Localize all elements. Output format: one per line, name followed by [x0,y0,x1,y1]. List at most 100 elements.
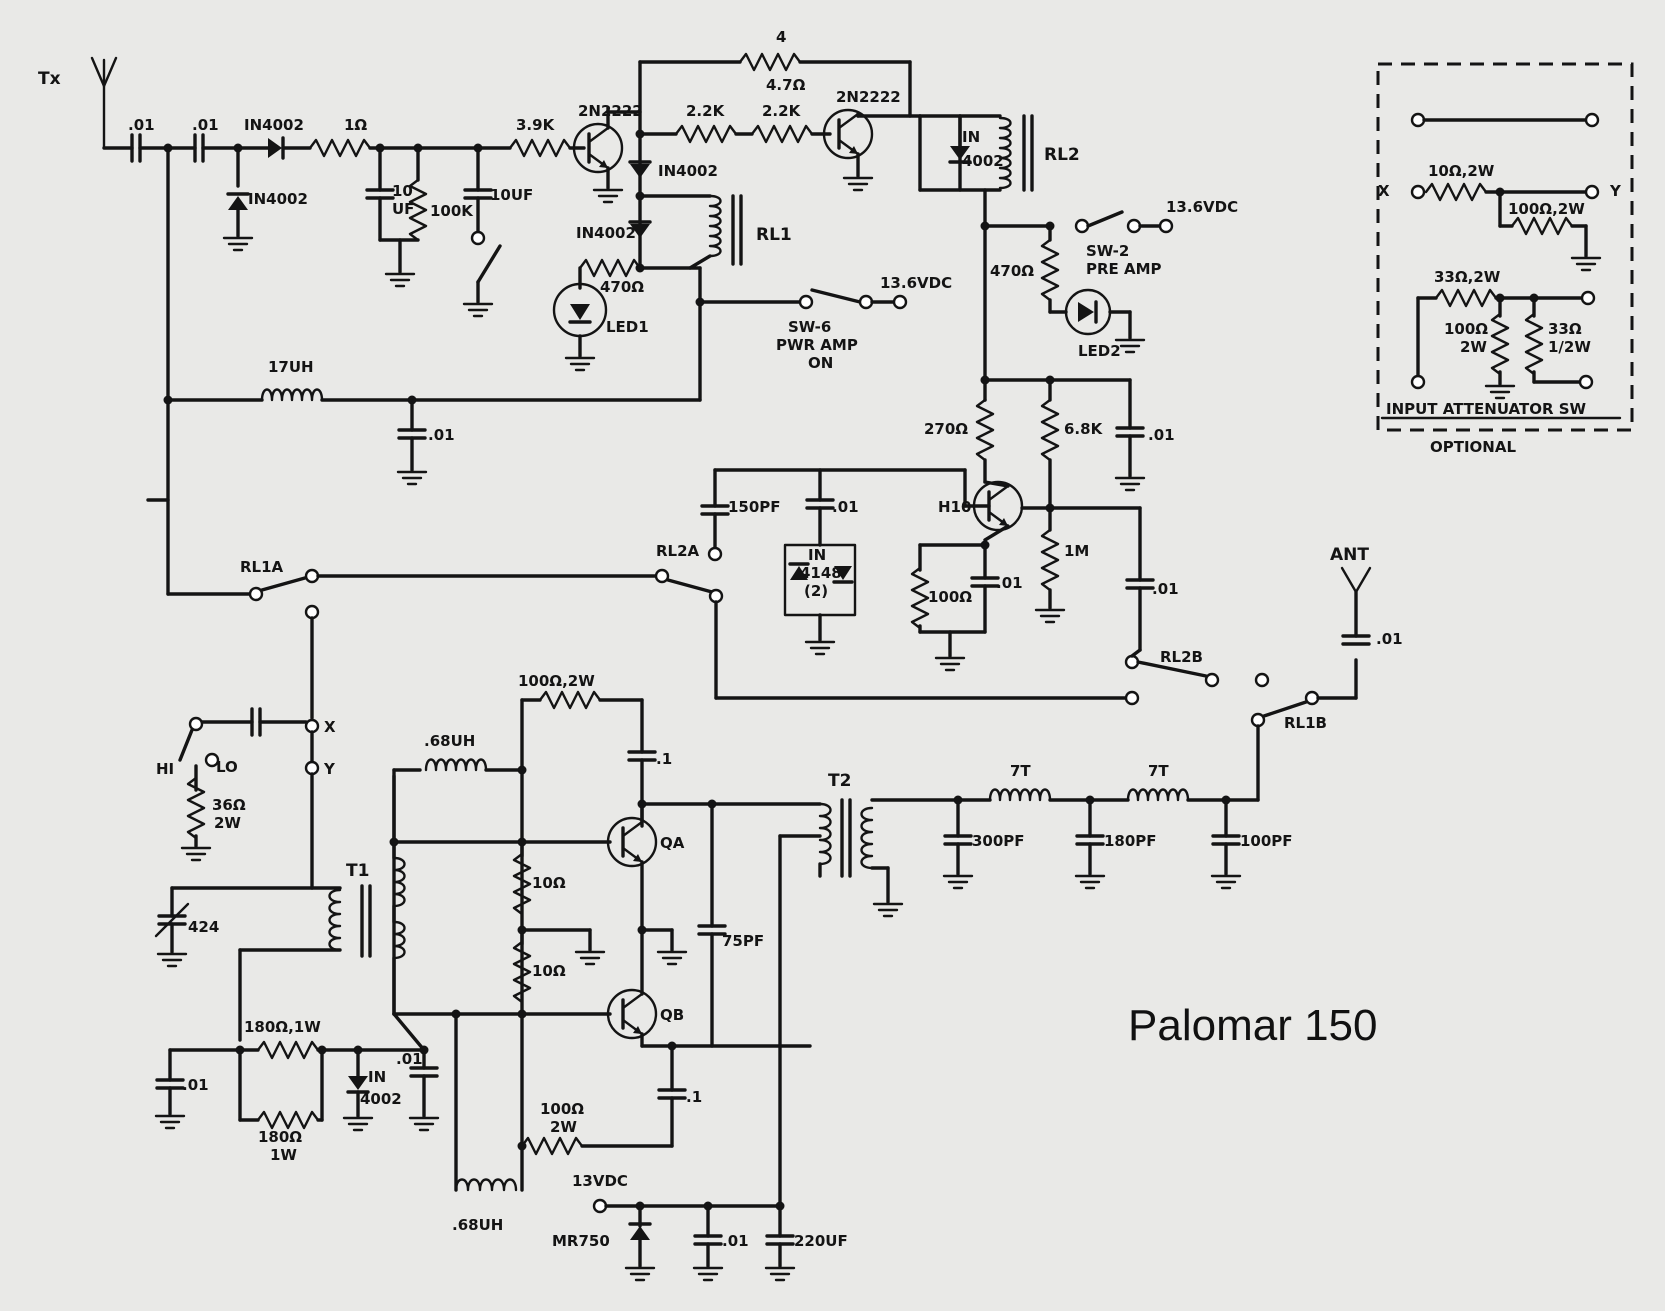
svg-text:.01: .01 [182,1076,209,1094]
svg-text:.01: .01 [128,116,155,134]
svg-text:.01: .01 [832,498,859,516]
preamp-section [146,114,1174,672]
attenuator-caption: INPUT ATTENUATOR SW [1386,400,1587,418]
qa-label: QA [660,834,685,852]
t2-label: T2 [828,771,851,791]
svg-text:4002: 4002 [962,152,1004,170]
svg-text:13VDC: 13VDC [572,1172,628,1190]
svg-text:IN4002: IN4002 [658,162,718,180]
led1-label: LED1 [606,318,649,336]
svg-text:180Ω: 180Ω [258,1128,302,1146]
svg-text:4: 4 [776,28,786,46]
svg-text:3.9K: 3.9K [516,116,556,134]
svg-text:10: 10 [392,182,413,200]
q2-label: 2N2222 [836,88,901,106]
svg-text:100Ω,2W: 100Ω,2W [518,672,595,690]
svg-text:2W: 2W [1460,338,1487,356]
svg-text:100Ω: 100Ω [540,1100,584,1118]
svg-text:4.7Ω: 4.7Ω [766,76,806,94]
svg-text:LO: LO [216,758,238,776]
svg-text:.01: .01 [996,574,1023,592]
svg-text:180Ω,1W: 180Ω,1W [244,1018,321,1036]
rl1a-label: RL1A [240,558,284,576]
svg-text:SW-6: SW-6 [788,318,831,336]
svg-text:.1: .1 [686,1088,702,1106]
svg-text:100PF: 100PF [1240,832,1293,850]
svg-text:1M: 1M [1064,542,1089,560]
svg-text:4002: 4002 [360,1090,402,1108]
svg-text:470Ω: 470Ω [600,278,644,296]
svg-text:470Ω: 470Ω [990,262,1034,280]
qb-label: QB [660,1006,684,1024]
svg-text:13.6VDC: 13.6VDC [880,274,952,292]
svg-text:180PF: 180PF [1104,832,1157,850]
svg-text:MR750: MR750 [552,1232,610,1250]
svg-text:13.6VDC: 13.6VDC [1166,198,1238,216]
diagram-title: Palomar 150 [1128,1001,1377,1050]
attenuator-note: OPTIONAL [1430,438,1516,456]
svg-text:220UF: 220UF [794,1232,848,1250]
svg-text:X: X [324,718,336,736]
svg-text:2.2K: 2.2K [762,102,802,120]
relay-contacts [166,566,1372,802]
svg-text:.1: .1 [656,750,672,768]
svg-text:IN4002: IN4002 [576,224,636,242]
svg-text:1W: 1W [270,1146,297,1164]
svg-text:270Ω: 270Ω [924,420,968,438]
ant-label: ANT [1330,545,1369,565]
svg-text:PRE AMP: PRE AMP [1086,260,1162,278]
svg-text:100Ω: 100Ω [1444,320,1488,338]
svg-text:PWR AMP: PWR AMP [776,336,858,354]
rl2b-label: RL2B [1160,648,1203,666]
svg-text:.01: .01 [1148,426,1175,444]
svg-text:HI: HI [156,760,174,778]
svg-text:1Ω: 1Ω [344,116,367,134]
svg-text:.01: .01 [1376,630,1403,648]
power-supply [592,1044,796,1282]
svg-text:2W: 2W [214,814,241,832]
q1-label: 2N2222 [578,102,643,120]
svg-text:UF: UF [392,200,414,218]
h10-label: H10 [938,498,971,516]
svg-text:4148: 4148 [800,564,842,582]
svg-text:.01: .01 [428,426,455,444]
svg-text:100Ω,2W: 100Ω,2W [1508,200,1585,218]
svg-text:100Ω: 100Ω [928,588,972,606]
svg-text:2.2K: 2.2K [686,102,726,120]
svg-text:X: X [1378,182,1390,200]
svg-text:.68UH: .68UH [424,732,475,750]
svg-text:7T: 7T [1148,762,1169,780]
svg-text:6.8K: 6.8K [1064,420,1104,438]
svg-text:IN4002: IN4002 [244,116,304,134]
tx-label: Tx [38,69,61,89]
led2-label: LED2 [1078,342,1121,360]
labels: Tx ANT .01 .01 IN4002 IN4002 1Ω 10 UF 10… [38,28,1622,1250]
svg-text:10Ω,2W: 10Ω,2W [1428,162,1495,180]
svg-text:33Ω,2W: 33Ω,2W [1434,268,1501,286]
rl1-label: RL1 [756,225,792,245]
svg-text:Y: Y [323,760,336,778]
svg-text:33Ω: 33Ω [1548,320,1582,338]
tx-input-section [90,56,586,318]
svg-text:.01: .01 [192,116,219,134]
svg-text:10UF: 10UF [490,186,533,204]
attenuator-inset [1376,62,1634,432]
svg-text:IN: IN [368,1068,386,1086]
svg-text:7T: 7T [1010,762,1031,780]
svg-text:100K: 100K [430,202,474,220]
svg-text:.01: .01 [722,1232,749,1250]
rl2-label: RL2 [1044,145,1080,165]
svg-text:(2): (2) [804,582,828,600]
t1-label: T1 [346,861,369,881]
rl2a-label: RL2A [656,542,700,560]
svg-text:IN: IN [962,128,980,146]
svg-text:75PF: 75PF [722,932,764,950]
rl1b-label: RL1B [1284,714,1327,732]
input-selector [178,707,320,890]
svg-text:.01: .01 [1152,580,1179,598]
driver-transistors [552,52,922,402]
svg-text:ON: ON [808,354,833,372]
svg-text:300PF: 300PF [972,832,1025,850]
